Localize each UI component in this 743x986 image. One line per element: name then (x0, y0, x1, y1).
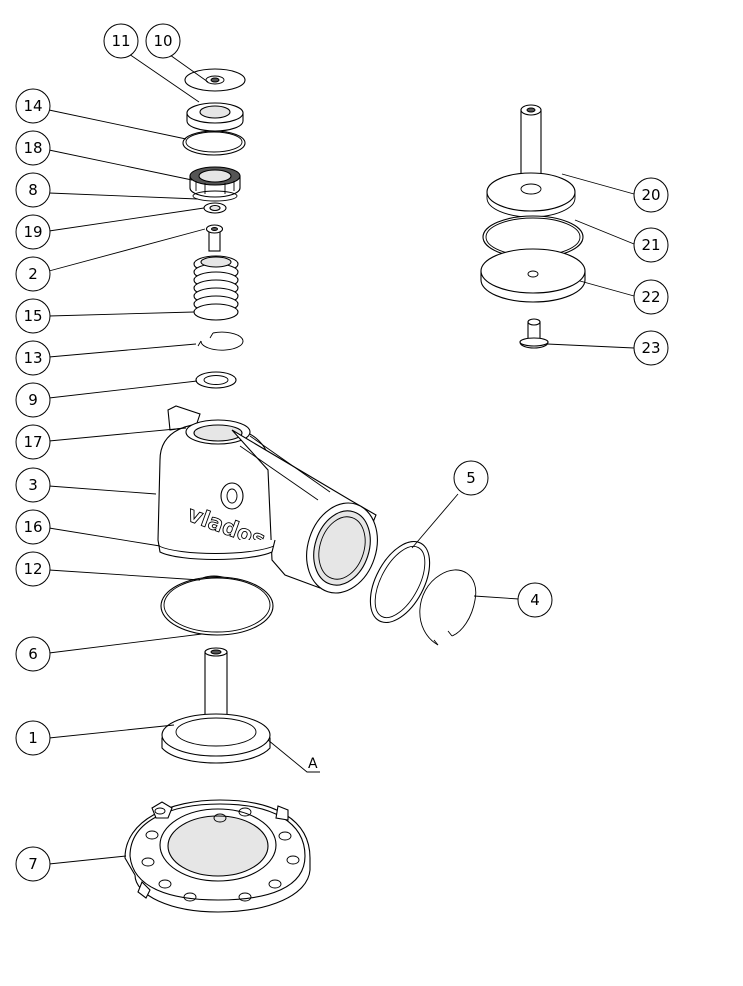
callout-4: 4 (517, 582, 553, 618)
callout-15: 15 (15, 298, 51, 334)
svg-text:23: 23 (641, 339, 660, 357)
callout-8: 8 (15, 172, 51, 208)
callout-22: 22 (633, 279, 669, 315)
svg-text:18: 18 (23, 139, 42, 157)
callouts: 11 10 14 18 8 19 2 15 (15, 23, 669, 882)
callout-19: 19 (15, 214, 51, 250)
svg-text:9: 9 (28, 391, 38, 409)
callout-23: 23 (633, 330, 669, 366)
callout-17: 17 (15, 424, 51, 460)
part-23-rivet (519, 318, 549, 349)
callout-21: 21 (633, 227, 669, 263)
part-6-oring (160, 576, 274, 636)
callout-13: 13 (15, 340, 51, 376)
part-1-disc-stem (161, 647, 271, 764)
callout-7: 7 (15, 846, 51, 882)
callout-14: 14 (15, 88, 51, 124)
svg-text:17: 17 (23, 433, 42, 451)
svg-text:20: 20 (641, 186, 660, 204)
svg-text:11: 11 (111, 32, 130, 50)
part-9-ring (195, 371, 237, 389)
callout-18: 18 (15, 130, 51, 166)
reference-letter: A (308, 756, 318, 772)
leader-lines (48, 53, 635, 865)
svg-text:10: 10 (153, 32, 172, 50)
svg-text:1: 1 (28, 729, 38, 747)
part-2-pin (205, 224, 224, 252)
part-19-nut (203, 202, 227, 214)
svg-text:2: 2 (28, 265, 38, 283)
callout-1: 1 (15, 720, 51, 756)
part-21-ring (482, 215, 584, 259)
callout-11: 11 (103, 23, 139, 59)
part-8-washer (192, 190, 238, 202)
callout-2: 2 (15, 256, 51, 292)
svg-text:22: 22 (641, 288, 660, 306)
svg-text:8: 8 (28, 181, 38, 199)
svg-text:16: 16 (23, 518, 42, 536)
svg-text:6: 6 (28, 645, 38, 663)
part-11-seat (186, 102, 244, 132)
part-13-circlip (197, 331, 244, 351)
callout-3: 3 (15, 467, 51, 503)
svg-text:15: 15 (23, 307, 42, 325)
callout-16: 16 (15, 509, 51, 545)
part-18-bonnet (189, 166, 241, 198)
svg-text:21: 21 (641, 236, 660, 254)
svg-text:13: 13 (23, 349, 42, 367)
callout-5: 5 (453, 460, 489, 496)
svg-text:14: 14 (23, 97, 42, 115)
callout-12: 12 (15, 551, 51, 587)
part-7-flange (124, 799, 311, 913)
svg-text:3: 3 (28, 476, 38, 494)
svg-text:5: 5 (466, 469, 476, 487)
part-14-oring (182, 130, 246, 156)
part-3-valve-body: vlados (157, 405, 378, 594)
svg-text:19: 19 (23, 223, 42, 241)
svg-text:7: 7 (28, 855, 38, 873)
callout-20: 20 (633, 177, 669, 213)
part-10-cap (184, 68, 246, 92)
part-5-seal-ring (369, 540, 431, 624)
callout-9: 9 (15, 382, 51, 418)
svg-text:4: 4 (530, 591, 540, 609)
part-4-circlip (419, 569, 477, 646)
callout-6: 6 (15, 636, 51, 672)
part-22-disc (480, 248, 586, 303)
callout-10: 10 (145, 23, 181, 59)
part-20-stem (486, 104, 576, 218)
svg-text:12: 12 (23, 560, 42, 578)
part-15-spring (193, 255, 239, 321)
